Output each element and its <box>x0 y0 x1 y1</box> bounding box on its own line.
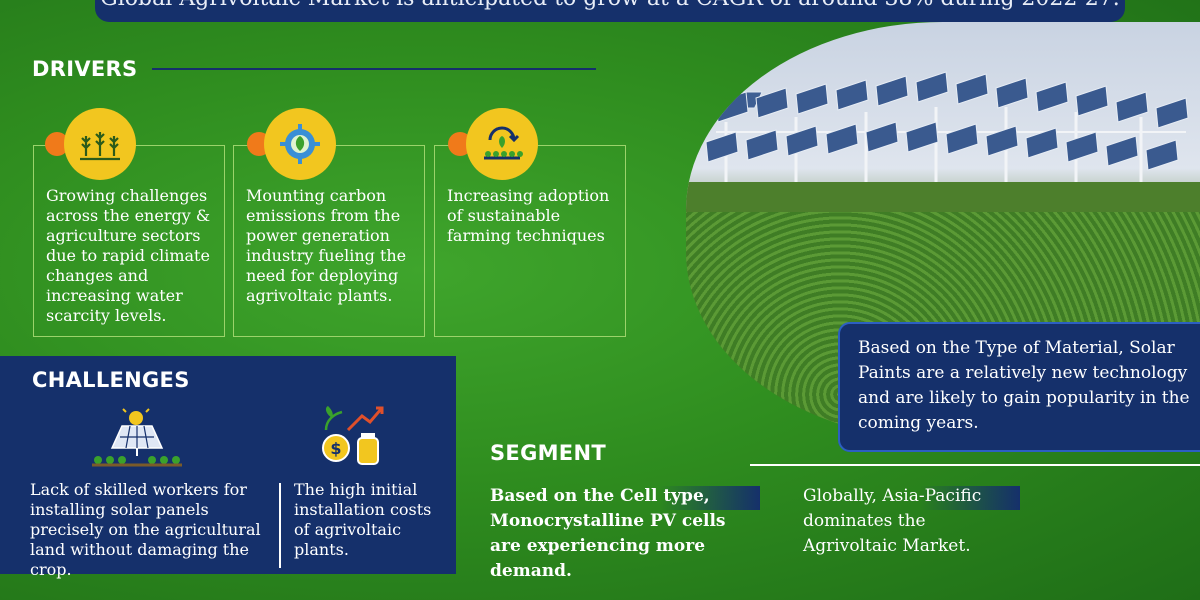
eco-gear-leaf-icon <box>264 108 336 180</box>
driver-card-2: Mounting carbon emissions from the power… <box>233 145 425 337</box>
challenges-title: CHALLENGES <box>32 368 190 392</box>
sustainable-farming-icon <box>466 108 538 180</box>
challenges-panel: CHALLENGES Lack of skilled workers for i… <box>0 356 456 579</box>
region-text: Globally, Asia-Pacific dominates the Agr… <box>803 486 982 556</box>
segment-title: SEGMENT <box>490 441 606 465</box>
challenge-text-2: The high initial installation costs of a… <box>294 480 432 559</box>
drivers-title: DRIVERS <box>32 57 138 81</box>
challenge-text-1: Lack of skilled workers for installing s… <box>30 480 261 579</box>
top-banner: Global Agrivoltaic Market is anticipated… <box>95 0 1125 22</box>
solar-panel-crops-icon <box>92 408 182 467</box>
cell-type-highlight <box>660 486 760 510</box>
driver-text-1: Growing challenges across the energy & a… <box>46 186 211 325</box>
material-info-text: Based on the Type of Material, Solar Pai… <box>858 338 1190 433</box>
banner-text: Global Agrivoltaic Market is anticipated… <box>95 0 1125 10</box>
segment-divider <box>750 464 1200 466</box>
region-highlight <box>920 486 1020 510</box>
driver-text-3: Increasing adoption of sustainable farmi… <box>447 186 610 245</box>
crops-plant-icon <box>64 108 136 180</box>
driver-card-1: Growing challenges across the energy & a… <box>33 145 225 337</box>
cell-type-text: Based on the Cell type, Monocrystalline … <box>490 486 726 581</box>
driver-card-3: Increasing adoption of sustainable farmi… <box>434 145 626 337</box>
material-info-box: Based on the Type of Material, Solar Pai… <box>838 322 1200 452</box>
drivers-divider <box>152 68 596 70</box>
svg-text:$: $ <box>330 439 341 458</box>
money-growth-icon: $ <box>322 406 384 465</box>
challenges-separator <box>279 483 281 568</box>
driver-text-2: Mounting carbon emissions from the power… <box>246 186 407 305</box>
